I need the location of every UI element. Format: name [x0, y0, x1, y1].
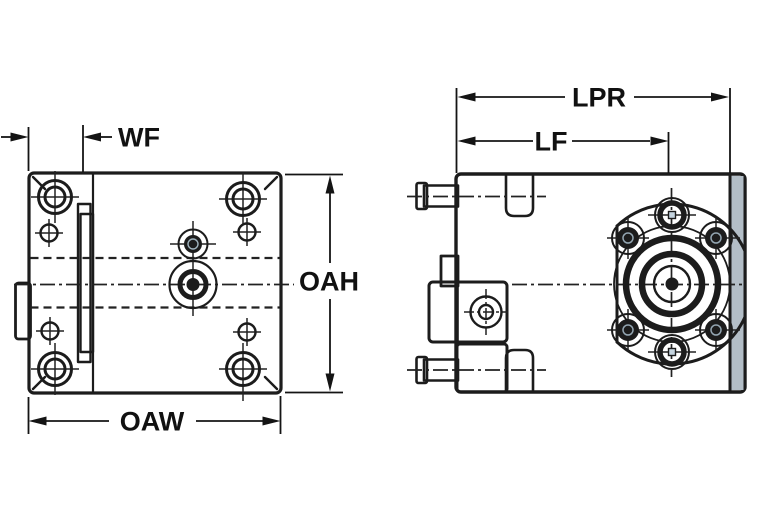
oaw-arrow-right	[262, 416, 281, 426]
pin-hole-bottom-left	[36, 317, 64, 345]
side-face	[731, 176, 744, 390]
dimension-lf: LF	[457, 127, 670, 173]
side-view	[407, 172, 747, 394]
guide-step-top	[504, 174, 535, 218]
dimension-lpr: LPR	[455, 83, 731, 173]
flange-bolt-lower-left	[607, 309, 649, 351]
mounting-screw-top-left	[31, 171, 79, 223]
dimension-label-lpr: LPR	[572, 83, 626, 113]
dimension-label-lf: LF	[535, 127, 568, 157]
dimension-oaw: OAW	[27, 396, 282, 437]
mounting-screw-bottom-right	[219, 343, 267, 401]
pin-hole-bottom-right	[233, 318, 261, 346]
clamp-screw	[464, 289, 508, 335]
front-view-body	[27, 171, 283, 395]
oah-arrow-down	[325, 373, 335, 392]
spindle-center	[665, 277, 679, 291]
profile-step	[439, 254, 460, 288]
spindle-ring-outer	[622, 234, 722, 334]
wf-arrow-left	[10, 132, 29, 142]
lf-arrow-left	[457, 136, 476, 146]
front-view	[14, 171, 294, 401]
center-boss	[168, 221, 218, 316]
flange-arc-bottom	[615, 315, 747, 366]
spindle-ring-inner	[638, 250, 706, 318]
dimension-label-oaw: OAW	[120, 407, 185, 437]
dimension-label-oah: OAH	[299, 267, 359, 297]
spindle-bore	[652, 264, 692, 304]
flange-bolt-upper-left	[607, 217, 649, 259]
oaw-arrow-left	[28, 416, 47, 426]
lpr-arrow-right	[711, 92, 729, 102]
flange-bolt-lower-right	[695, 309, 740, 351]
lower-plate	[455, 342, 509, 394]
mounting-screw-bottom-left	[31, 343, 79, 395]
flange-bolt-bottom	[648, 334, 696, 370]
oah-arrow-up	[325, 175, 335, 194]
flange	[512, 188, 747, 377]
dimension-label-wf: WF	[118, 123, 160, 153]
insert-slot	[76, 202, 95, 364]
flange-arc-top	[615, 202, 747, 253]
dimension-oah: OAH	[285, 173, 359, 394]
flange-bolt-upper-right	[695, 217, 740, 259]
pin-hole-top-left	[35, 219, 63, 247]
lpr-arrow-left	[457, 92, 476, 102]
flange-bolt-top	[648, 197, 696, 233]
lf-arrow-right	[650, 136, 669, 146]
mounting-screw-top-right	[219, 173, 267, 225]
dimension-wf: WF	[1, 123, 160, 172]
pin-hole-top-right	[233, 218, 261, 246]
guide-step-bottom	[504, 348, 535, 392]
wf-arrow-right	[83, 132, 101, 142]
